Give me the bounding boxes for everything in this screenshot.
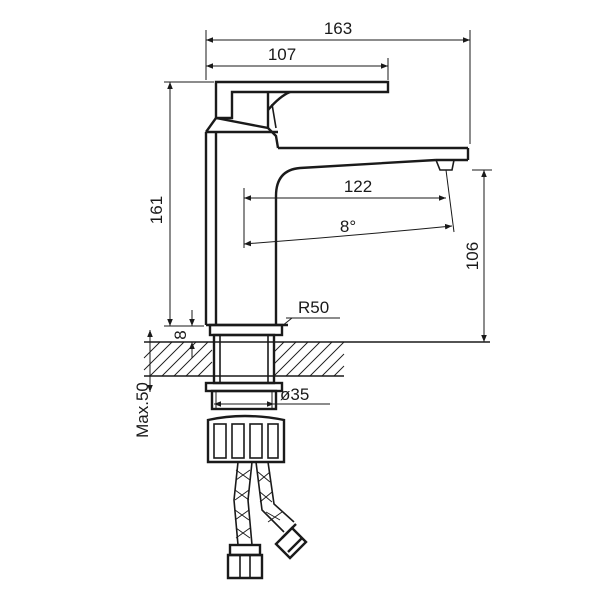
dimension-spout-angle: 8° bbox=[243, 169, 455, 247]
dimension-overall-height: 161 bbox=[147, 81, 214, 327]
faucet-body bbox=[204, 132, 470, 337]
deck-section bbox=[143, 341, 490, 377]
dimension-label-base-radius: R50 bbox=[298, 298, 329, 317]
dimension-handle-width: 107 bbox=[206, 45, 389, 80]
dimension-thread-diameter: ø35 bbox=[214, 385, 330, 407]
deck-hatch-right bbox=[273, 341, 345, 377]
dimension-max-deck-thickness: Max.50 bbox=[133, 330, 153, 438]
dimension-label-spout-reach: 122 bbox=[344, 177, 372, 196]
dimension-overall-width: 163 bbox=[205, 19, 471, 144]
dimension-label-overall-width: 163 bbox=[324, 19, 352, 38]
dimension-label-max-deck-thickness: Max.50 bbox=[133, 382, 152, 438]
dimension-spout-reach: 122 bbox=[243, 177, 446, 248]
dimension-label-spout-angle: 8° bbox=[340, 217, 356, 236]
dimension-base-radius: R50 bbox=[281, 298, 340, 327]
dimension-spout-height: 106 bbox=[463, 169, 492, 342]
dimension-label-thread-diameter: ø35 bbox=[280, 385, 309, 404]
mounting-shank bbox=[204, 333, 284, 411]
dimension-label-handle-width: 107 bbox=[268, 45, 296, 64]
faucet-handle bbox=[205, 80, 390, 149]
deck-hatch-left bbox=[143, 341, 213, 377]
wing-nut bbox=[206, 414, 286, 464]
flex-hoses bbox=[226, 461, 308, 580]
dimension-label-spout-height: 106 bbox=[463, 242, 482, 270]
dimension-label-base-offset: 8 bbox=[171, 330, 190, 339]
dimension-base-offset: 8 bbox=[171, 310, 206, 358]
dimension-label-overall-height: 161 bbox=[147, 196, 166, 224]
